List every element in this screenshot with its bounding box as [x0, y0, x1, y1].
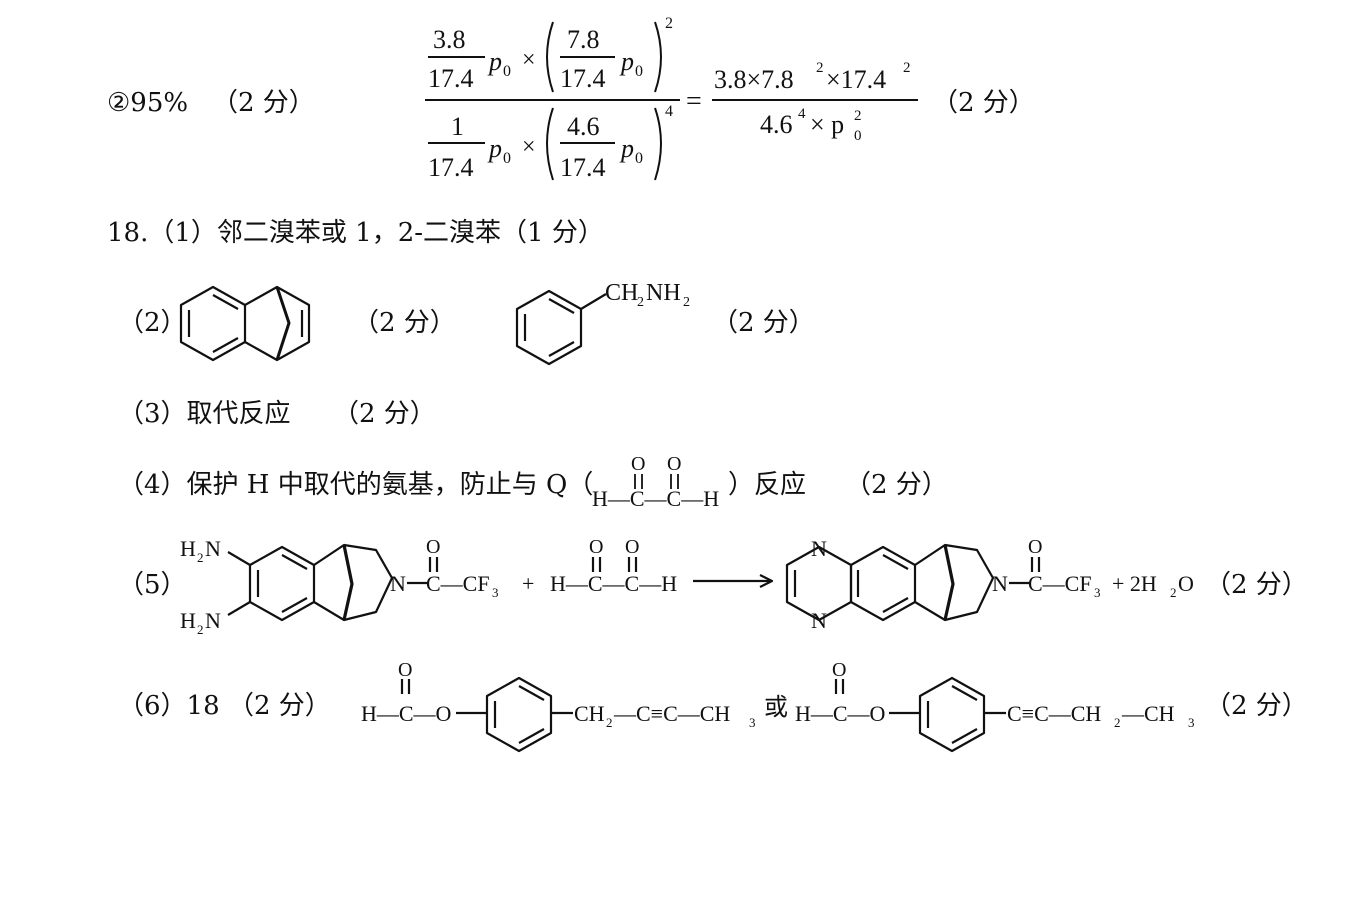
h2n-bot-n: N [205, 608, 221, 633]
product-o: O [1028, 536, 1042, 558]
product-n-bot: N [811, 608, 827, 633]
d-in-num: 4.6 [567, 112, 600, 141]
plus-sign: + [522, 571, 534, 596]
glyoxal-chain: H—C—C—H [592, 486, 719, 511]
n-coef-num: 3.8 [433, 25, 466, 54]
rhs-den-exp: 4 [798, 106, 806, 122]
hco-b: H—C—O [795, 701, 885, 726]
q18-item6-score-b: （2 分） [1205, 691, 1308, 721]
chain-a-sub2: 3 [749, 715, 756, 730]
product-tfa: C—CF [1028, 571, 1092, 596]
h2n-bot-sub: 2 [197, 622, 204, 637]
chain-b-sub2: 3 [1188, 715, 1195, 730]
chain-b: C≡C—CH [1007, 701, 1101, 726]
chain-a-sub: 2 [606, 715, 613, 730]
q18-item3-score: （2 分） [333, 399, 436, 429]
q18-item4-a: （4）保护 H 中取代的氨基，防止与 Q（ [118, 470, 594, 500]
d-in-p0-sub: 0 [635, 150, 643, 167]
n-in-den: 17.4 [560, 64, 606, 93]
q18-item1: 18.（1）邻二溴苯或 1，2-二溴苯（1 分） [107, 218, 604, 248]
or-text: 或 [764, 694, 788, 721]
hco-a-o: O [398, 659, 412, 681]
ring-isomer-a [485, 676, 553, 753]
chain-b-tail: —CH [1121, 701, 1175, 726]
reactant-o: O [426, 536, 440, 558]
q18-item2-score-b: （2 分） [712, 308, 815, 338]
rhs-den-b: × p [810, 110, 844, 139]
rhs-den-p-sup: 2 [854, 108, 862, 124]
answer-95-percent: ②95% [107, 88, 189, 118]
q18-item3: （3）取代反应 [118, 399, 291, 429]
chain-a-tail: —C≡C—CH [613, 701, 730, 726]
benzylamine-sub1: 2 [637, 295, 644, 310]
rhs-num-exp1: 2 [816, 60, 824, 76]
chain-b-sub: 2 [1114, 715, 1121, 730]
h2n-top-sub: 2 [197, 550, 204, 565]
water-sub: 2 [1170, 585, 1177, 600]
n-times: × [522, 47, 536, 73]
bicyclic-ring [244, 285, 311, 362]
glyoxal-o2: O [667, 453, 681, 475]
h2n-top-h: H [180, 536, 196, 561]
rhs-num-b: ×17.4 [826, 65, 886, 94]
water-o: O [1178, 571, 1194, 596]
water-a: + 2H [1112, 571, 1157, 596]
q18-item6-label: （6）18 [118, 691, 220, 721]
n-in-p0: p [619, 47, 634, 76]
glyoxal-o1: O [631, 453, 645, 475]
benzylamine-nh: NH [646, 280, 681, 306]
q18-item2-score-a: （2 分） [353, 308, 456, 338]
d-coef-num: 1 [451, 112, 464, 141]
benzylamine-ch: CH [605, 280, 638, 306]
glyoxal-o1-5: O [589, 536, 603, 558]
ring-isomer-b [918, 676, 986, 753]
glyoxal-o2-5: O [625, 536, 639, 558]
d-exp: 4 [665, 103, 673, 120]
product-tfa-sub: 3 [1094, 585, 1101, 600]
n-p0-sub: 0 [503, 63, 511, 80]
product-n-top: N [811, 536, 827, 561]
rhs-num-exp2: 2 [903, 60, 911, 76]
rhs-num-a: 3.8×7.8 [714, 65, 794, 94]
n-in-p0-sub: 0 [635, 63, 643, 80]
d-p0-sub: 0 [503, 150, 511, 167]
glyoxal-chain-5: H—C—C—H [550, 571, 677, 596]
q18-item6-score-a: （2 分） [228, 691, 331, 721]
d-p0: p [487, 134, 502, 163]
hco-a: H—C—O [361, 701, 451, 726]
q18-item5-label: （5） [118, 570, 187, 600]
d-times: × [522, 134, 536, 160]
d-coef-den: 17.4 [428, 153, 474, 182]
d-in-den: 17.4 [560, 153, 606, 182]
q18-item4-b: ）反应 [728, 470, 807, 500]
n-exp: 2 [665, 15, 673, 32]
q18-item4-score: （2 分） [845, 470, 948, 500]
score-17-2a: （2 分） [212, 88, 315, 118]
rhs-den-p-sub: 0 [854, 128, 862, 144]
score-17-2b: （2 分） [932, 88, 1035, 118]
q18-item5-score: （2 分） [1205, 570, 1308, 600]
n-p0: p [487, 47, 502, 76]
rhs-den-a: 4.6 [760, 110, 793, 139]
d-in-p0: p [619, 134, 634, 163]
n-in-num: 7.8 [567, 25, 600, 54]
benzylamine-sub2: 2 [683, 295, 690, 310]
reactant-tfa: C—CF [426, 571, 490, 596]
h2n-bot-h: H [180, 608, 196, 633]
chain-a-ch: CH [574, 701, 605, 726]
product-amide-n: N [992, 571, 1008, 596]
equals-sign: = [686, 86, 702, 117]
q18-item2-label: （2） [118, 308, 187, 338]
n-coef-den: 17.4 [428, 64, 474, 93]
h2n-top-n: N [205, 536, 221, 561]
hco-b-o: O [832, 659, 846, 681]
reactant-n: N [390, 571, 406, 596]
reactant-tfa-sub: 3 [492, 585, 499, 600]
